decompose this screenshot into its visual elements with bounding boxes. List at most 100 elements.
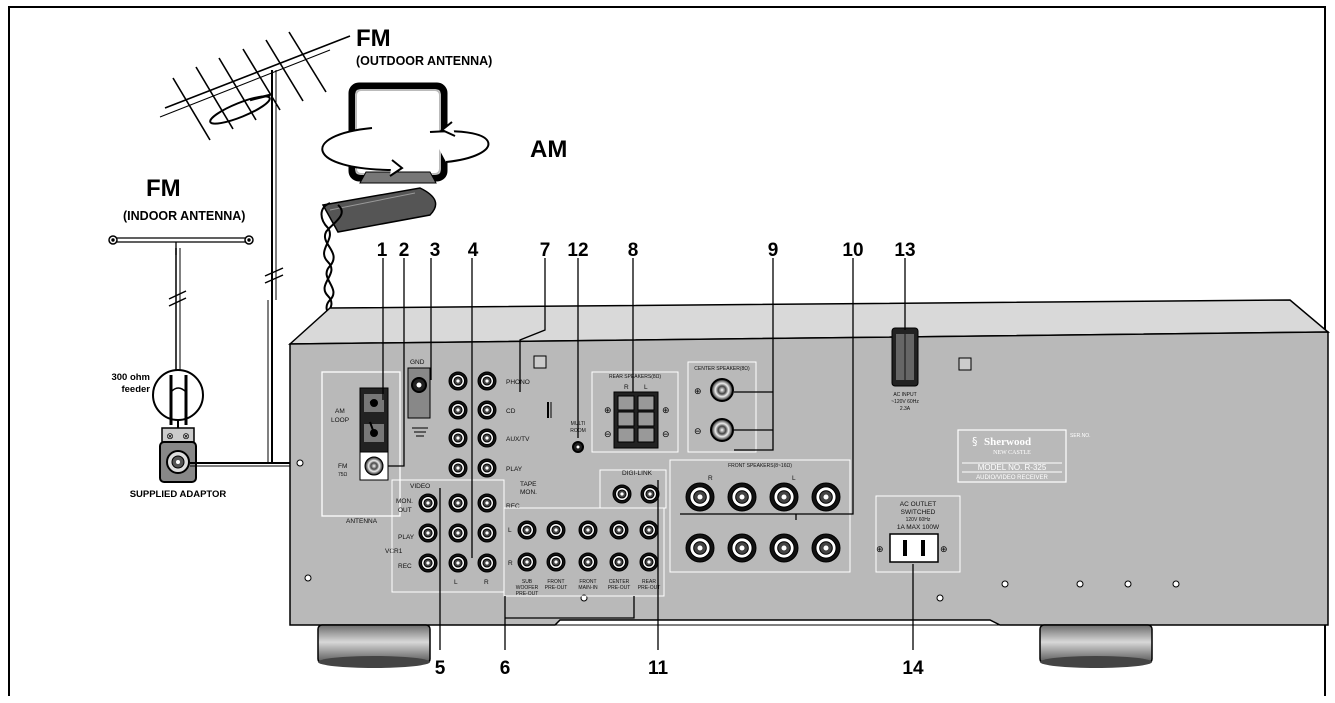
supplied-adaptor: ⊗ ⊗ [159,427,197,483]
phono-text: PHONO [506,379,530,386]
rca-jack [477,458,497,478]
callout-13: 13 [894,240,915,261]
rca-jack [448,458,468,478]
rca-jack [477,371,497,391]
ac-outlet-text-2: SWITCHED [901,509,936,516]
play-text: PLAY [506,466,523,473]
callout-leaders [382,258,914,650]
speaker-terminal [769,533,799,563]
rca-jack [546,552,566,572]
rca-jack [477,400,497,420]
screw-plate [533,355,547,369]
ser-no-text: SER.NO. [1070,433,1091,439]
tape-mon-text: MON. [520,489,537,496]
front-l-text: L [792,475,796,482]
ac-outlet: ⊕ ⊕ [875,495,961,573]
ac-outlet-text: AC OUTLET [900,501,937,508]
fm-indoor-label: FM [146,175,181,202]
fm-ohm-text: 75Ω [338,472,348,478]
fm-indoor-antenna [108,235,254,398]
vcr-rec-text: REC [398,563,412,570]
rca-jack [448,553,468,573]
front-main-text: FRONT [579,579,596,585]
am-label: AM [530,136,567,163]
speaker-terminal [727,533,757,563]
rca-jack [639,520,659,540]
model-text: MODEL NO. R-325 [978,463,1047,472]
tape-text: TAPE [520,481,537,488]
screw-plate-2 [958,357,972,371]
fm-outdoor-sublabel: (OUTDOOR ANTENNA) [356,54,492,68]
speaker-terminal [727,482,757,512]
ac-input-text: AC INPUT [893,392,916,398]
feeder-label-1: 300 ohm [111,372,150,383]
fm-text: FM [338,463,347,470]
feeder-label-2: feeder [121,384,150,395]
ac-input-text-2: ~120V 60Hz [891,399,919,405]
panel-screws [296,459,1180,602]
ac-input-cord [891,327,919,387]
rca-jack [640,484,660,504]
rear-speaker-terminals: ⊕ ⊖ ⊕ ⊖ [591,371,679,453]
brand-plate [957,429,1067,483]
antenna-terminal [321,371,401,517]
svg-text:⊕: ⊕ [694,387,702,397]
rca-jack [546,520,566,540]
rear-speakers-text: REAR SPEAKERS(8Ω) [609,374,661,380]
antenna-text: ANTENNA [346,518,378,525]
callout-14: 14 [902,658,924,679]
rca-jack [448,493,468,513]
brand-text: Sherwood [984,436,1031,448]
mon-out-text: MON. [396,498,413,505]
speaker-terminal [685,533,715,563]
rca-jack [477,493,497,513]
svg-text:⊖: ⊖ [604,430,612,440]
side-r-text: R [508,560,513,567]
gnd-terminal [407,367,431,437]
callout-numbers: 1 2 3 4 5 6 7 8 9 10 11 12 13 14 [377,240,924,679]
multi-room-jack [547,402,584,453]
rca-jack [612,484,632,504]
ch-l-text: L [454,579,458,586]
rca-jack [477,553,497,573]
callout-1: 1 [377,240,388,261]
svg-text:⊕: ⊕ [604,406,612,416]
gnd-text: GND [410,359,425,366]
row-b-text: B [836,547,840,554]
callout-7: 7 [540,240,551,261]
aux-tv-text: AUX/TV [506,436,530,443]
callout-10: 10 [842,240,863,261]
receiver-feet [317,624,1153,668]
callout-6: 6 [500,658,511,679]
front-speaker-jacks [685,482,841,563]
am-loop-text: AM [335,408,345,415]
front-pre-text-2: PRE-OUT [545,585,568,591]
rca-jack [517,552,537,572]
row-a-text: A [836,489,841,496]
speaker-terminal [811,533,841,563]
rca-jack [578,520,598,540]
am-loop-antenna [321,82,490,233]
brand-sub-text: NEW CASTLE [993,450,1031,456]
speaker-terminal [769,482,799,512]
rca-jack [517,520,537,540]
svg-text:⊕: ⊕ [662,406,670,416]
front-speakers-text: FRONT SPEAKERS(8~16Ω) [728,463,792,469]
rca-jack [418,523,438,543]
brand-logo-icon: § [972,435,978,448]
am-loop-text-2: LOOP [331,417,349,424]
svg-text:⊗: ⊗ [166,432,174,442]
sub-woofer-text-2: WOOFER [516,585,539,591]
rca-jack [448,523,468,543]
svg-text:⊗: ⊗ [182,432,190,442]
center-pre-text: CENTER [609,579,630,585]
adaptor-label: SUPPLIED ADAPTOR [130,489,227,500]
rear-pre-text: REAR [642,579,656,585]
sub-woofer-text: SUB [522,579,533,585]
center-pre-text-2: PRE-OUT [608,585,631,591]
callout-5: 5 [435,658,446,679]
rear-pre-text-2: PRE-OUT [638,585,661,591]
rec-text: REC [506,503,520,510]
